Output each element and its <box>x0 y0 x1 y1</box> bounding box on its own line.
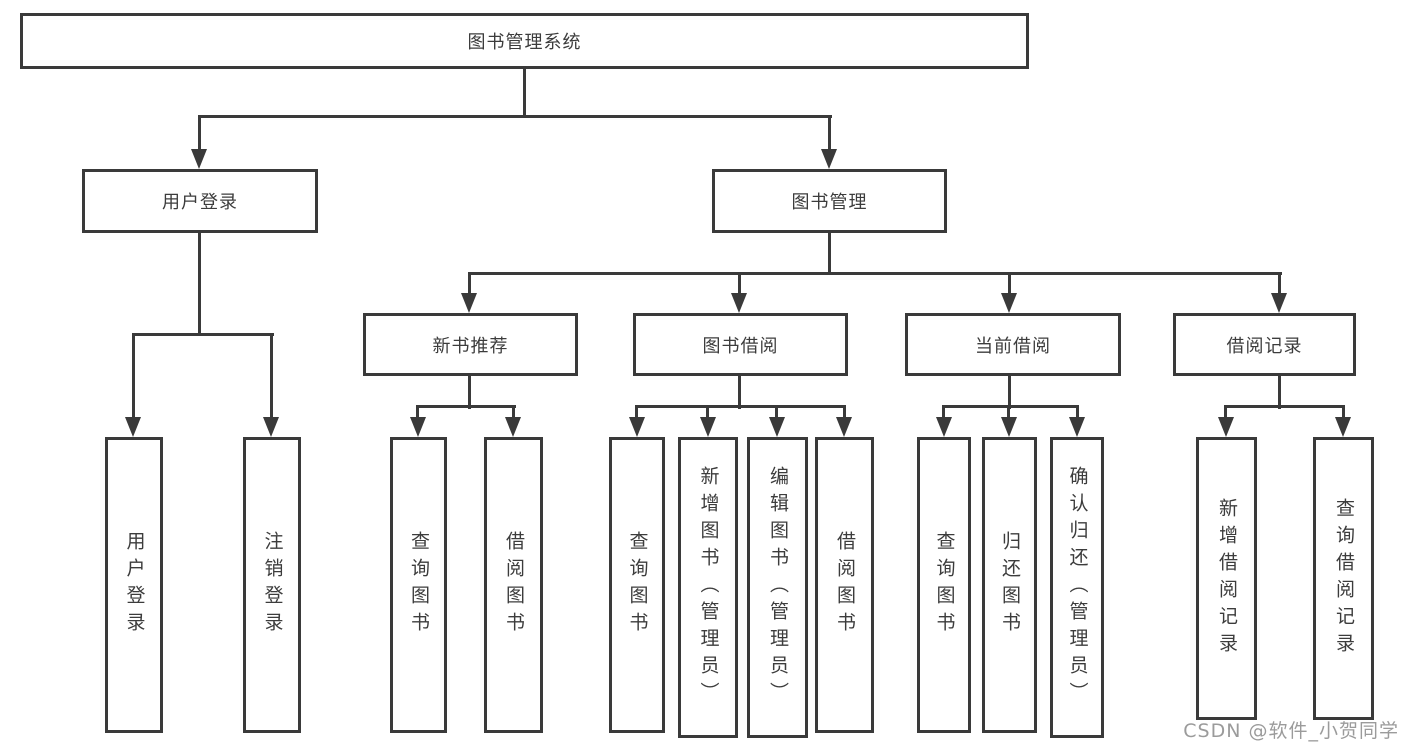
node-user-login: 用户登录 <box>82 169 318 233</box>
arrowhead-down <box>629 417 645 437</box>
leaf-borrow-books-recommend: 借阅图书 <box>484 437 543 733</box>
node-book-borrowing: 图书借阅 <box>633 313 848 376</box>
node-new-book-recommendation: 新书推荐 <box>363 313 578 376</box>
connector-book-management-stem <box>828 233 831 275</box>
connector-root-drop-left <box>198 115 201 151</box>
connector-book-management-drop-3 <box>1008 272 1011 294</box>
leaf-label: 归还图书 <box>999 531 1021 639</box>
connector-new-book-drop-1 <box>416 405 419 419</box>
arrowhead-down <box>461 293 477 313</box>
arrowhead-down <box>125 417 141 437</box>
connector-root-stem <box>523 69 526 117</box>
leaf-query-books-recommend: 查询图书 <box>390 437 447 733</box>
node-book-management: 图书管理 <box>712 169 947 233</box>
connector-book-management-branch <box>468 272 1282 275</box>
leaf-add-borrow-record: 新增借阅记录 <box>1196 437 1257 720</box>
arrowhead-down <box>410 417 426 437</box>
node-library-management-system: 图书管理系统 <box>20 13 1029 69</box>
leaf-label: 确认归还（管理员） <box>1066 466 1089 709</box>
leaf-label: 用户登录 <box>123 531 146 639</box>
connector-current-borrowing-drop-3 <box>1076 405 1079 419</box>
connector-current-borrowing-drop-1 <box>942 405 945 419</box>
connector-book-borrowing-drop-4 <box>843 405 846 419</box>
connector-book-borrowing-drop-3 <box>775 405 778 419</box>
connector-root-drop-right <box>828 115 831 151</box>
connector-borrowing-records-drop-2 <box>1342 405 1345 419</box>
connector-current-borrowing-stem <box>1008 375 1011 409</box>
leaf-user-login: 用户登录 <box>105 437 163 733</box>
arrowhead-down <box>731 293 747 313</box>
leaf-label: 新增图书（管理员） <box>697 466 720 709</box>
arrowhead-down <box>769 417 785 437</box>
arrowhead-down <box>1001 293 1017 313</box>
arrowhead-down <box>836 417 852 437</box>
connector-book-management-drop-1 <box>468 272 471 294</box>
connector-current-borrowing-drop-2 <box>1007 405 1010 419</box>
leaf-borrow-books-borrowing: 借阅图书 <box>815 437 874 733</box>
connector-borrowing-records-stem <box>1278 375 1281 409</box>
connector-book-borrowing-drop-1 <box>635 405 638 419</box>
leaf-label: 注销登录 <box>261 531 284 639</box>
connector-current-borrowing-branch <box>942 405 1079 408</box>
connector-borrowing-records-branch <box>1224 405 1345 408</box>
connector-user-login-drop-1 <box>132 333 135 419</box>
leaf-label: 查询图书 <box>626 531 649 639</box>
leaf-query-books-borrowing: 查询图书 <box>609 437 665 733</box>
arrowhead-down <box>191 149 207 169</box>
connector-new-book-branch <box>416 405 516 408</box>
arrowhead-down <box>505 417 521 437</box>
arrowhead-down <box>700 417 716 437</box>
arrowhead-down <box>1271 293 1287 313</box>
connector-book-management-drop-2 <box>738 272 741 294</box>
leaf-add-book-admin: 新增图书（管理员） <box>678 437 738 738</box>
leaf-label: 借阅图书 <box>503 531 525 639</box>
arrowhead-down <box>1001 417 1017 437</box>
leaf-label: 查询借阅记录 <box>1333 497 1355 660</box>
connector-user-login-branch <box>132 333 274 336</box>
leaf-label: 借阅图书 <box>834 531 856 639</box>
arrowhead-down <box>1069 417 1085 437</box>
leaf-label: 新增借阅记录 <box>1216 497 1238 660</box>
arrowhead-down <box>263 417 279 437</box>
connector-book-borrowing-stem <box>738 375 741 409</box>
arrowhead-down <box>1218 417 1234 437</box>
leaf-query-books-current: 查询图书 <box>917 437 971 733</box>
arrowhead-down <box>1335 417 1351 437</box>
csdn-watermark: CSDN @软件_小贺同学 <box>1183 720 1399 742</box>
leaf-edit-book-admin: 编辑图书（管理员） <box>747 437 808 738</box>
connector-root-branch <box>198 115 832 118</box>
connector-book-borrowing-branch <box>635 405 846 408</box>
leaf-query-borrow-record: 查询借阅记录 <box>1313 437 1374 720</box>
connector-book-management-drop-4 <box>1278 272 1281 294</box>
leaf-return-book: 归还图书 <box>982 437 1037 733</box>
connector-borrowing-records-drop-1 <box>1224 405 1227 419</box>
leaf-logout: 注销登录 <box>243 437 301 733</box>
arrowhead-down <box>936 417 952 437</box>
leaf-label: 查询图书 <box>933 531 956 639</box>
connector-new-book-drop-2 <box>512 405 515 419</box>
node-current-borrowing: 当前借阅 <box>905 313 1121 376</box>
leaf-label: 查询图书 <box>408 531 430 639</box>
connector-new-book-stem <box>468 375 471 409</box>
connector-user-login-drop-2 <box>270 333 273 419</box>
leaf-label: 编辑图书（管理员） <box>767 466 789 709</box>
arrowhead-down <box>821 149 837 169</box>
connector-user-login-stem <box>198 233 201 336</box>
node-borrowing-records: 借阅记录 <box>1173 313 1356 376</box>
leaf-confirm-return-admin: 确认归还（管理员） <box>1050 437 1104 738</box>
connector-book-borrowing-drop-2 <box>706 405 709 419</box>
